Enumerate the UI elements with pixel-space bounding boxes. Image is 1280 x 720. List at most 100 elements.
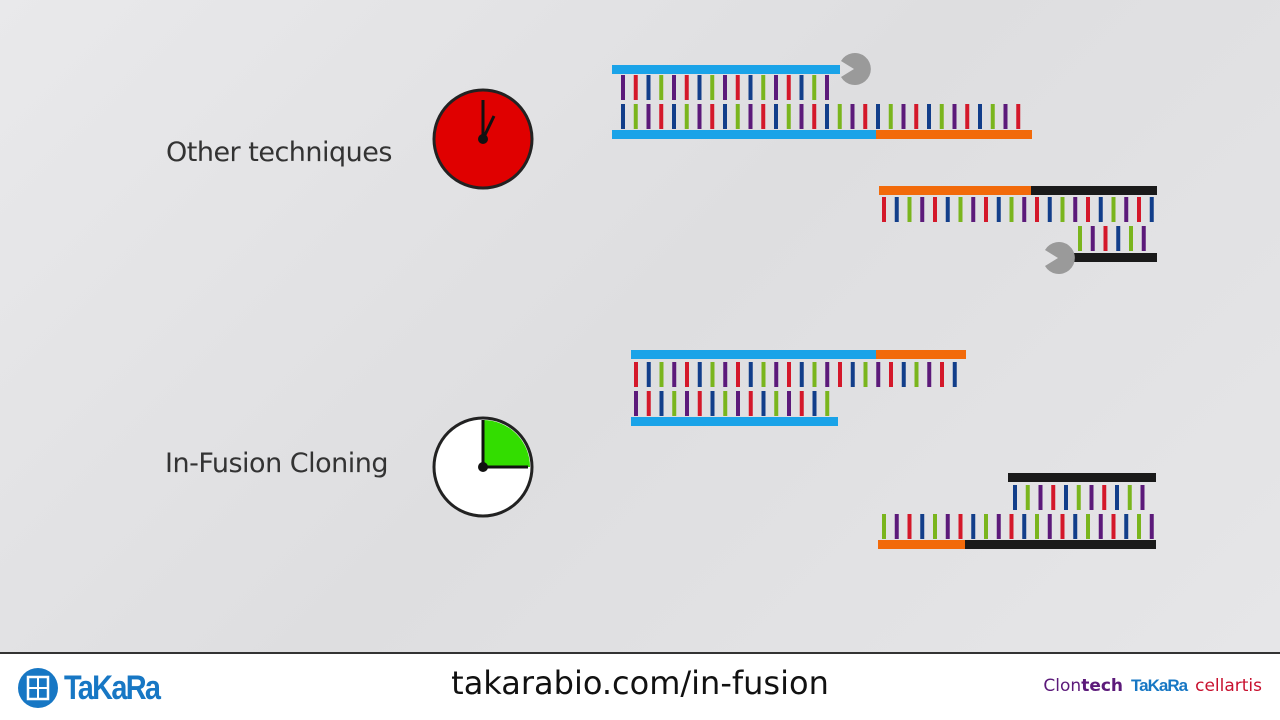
dna-strand xyxy=(631,417,838,426)
base-pair xyxy=(812,75,817,100)
exonuclease-enzyme-icon xyxy=(1045,242,1075,274)
takara-logo-text: TaKaRa xyxy=(64,668,161,707)
base-pair xyxy=(748,104,753,129)
dna-strand xyxy=(612,130,876,139)
base-pair xyxy=(1090,226,1095,251)
base-pair xyxy=(1098,197,1103,222)
base-pair xyxy=(799,104,804,129)
base-pair xyxy=(850,104,855,129)
base-pair xyxy=(812,391,817,416)
clontech-logo: Clontech xyxy=(1043,676,1124,696)
base-pair xyxy=(825,104,829,129)
takara-brand-logo: TaKaRa xyxy=(1131,676,1188,695)
base-pair xyxy=(748,362,753,387)
base-pair xyxy=(659,75,664,100)
base-pair xyxy=(748,391,753,416)
base-pair xyxy=(952,362,957,387)
base-pair xyxy=(799,391,804,416)
base-pair xyxy=(634,391,638,416)
brand-logos: Clontech TaKaRa cellartis xyxy=(1043,676,1262,696)
base-pair xyxy=(990,104,995,129)
base-pair xyxy=(1073,197,1078,222)
base-pair xyxy=(646,75,651,100)
base-pair xyxy=(876,362,881,387)
base-pair xyxy=(646,104,651,129)
base-pair xyxy=(894,514,899,539)
website-url[interactable]: takarabio.com/in-fusion xyxy=(451,664,829,702)
base-pair xyxy=(838,362,842,387)
dna-strand xyxy=(1008,473,1156,482)
base-pair xyxy=(825,391,830,416)
base-pair xyxy=(1141,226,1146,251)
dna-strand xyxy=(879,186,1031,195)
base-pair xyxy=(672,391,677,416)
base-pair xyxy=(1102,485,1107,510)
base-pair xyxy=(940,362,944,387)
base-pair xyxy=(984,197,988,222)
base-pair xyxy=(799,75,804,100)
base-pair xyxy=(672,75,676,100)
base-pair xyxy=(978,104,982,129)
base-pair xyxy=(876,104,880,129)
base-pair xyxy=(761,75,766,100)
base-pair xyxy=(735,104,740,129)
base-pair xyxy=(1009,514,1014,539)
dna-strand xyxy=(631,350,876,359)
base-pair xyxy=(1098,514,1103,539)
base-pair xyxy=(685,362,689,387)
base-pair xyxy=(1073,514,1078,539)
base-pair xyxy=(825,362,830,387)
base-pair xyxy=(958,514,963,539)
base-pair xyxy=(774,75,778,100)
base-pair xyxy=(882,514,886,539)
base-pair xyxy=(837,104,842,129)
other-techniques-label: Other techniques xyxy=(166,137,392,168)
dna-diagram xyxy=(432,53,1157,549)
base-pair xyxy=(945,197,950,222)
base-pair xyxy=(1035,197,1039,222)
base-pair xyxy=(863,362,868,387)
dna-strand xyxy=(1072,253,1157,262)
base-pair xyxy=(621,104,625,129)
base-pair xyxy=(633,104,638,129)
base-pair xyxy=(920,197,925,222)
base-pair xyxy=(710,104,715,129)
base-pair xyxy=(901,104,906,129)
base-pair xyxy=(774,104,778,129)
base-pair xyxy=(723,391,728,416)
base-pair xyxy=(882,197,886,222)
base-pair xyxy=(633,75,638,100)
base-pair xyxy=(723,75,727,100)
base-pair xyxy=(634,362,638,387)
dna-strand xyxy=(876,130,1032,139)
base-pair xyxy=(1129,226,1133,251)
base-pair xyxy=(1060,197,1065,222)
base-pair xyxy=(1016,104,1021,129)
takara-emblem-icon xyxy=(18,668,58,708)
base-pair xyxy=(812,104,817,129)
base-pair xyxy=(736,391,740,416)
base-pair xyxy=(1086,197,1090,222)
base-pair xyxy=(1064,485,1068,510)
base-pair xyxy=(774,391,779,416)
base-pair xyxy=(888,104,893,129)
base-pair xyxy=(1009,197,1014,222)
takara-logo[interactable]: TaKaRa xyxy=(16,666,176,710)
base-pair xyxy=(736,362,740,387)
base-pair xyxy=(1060,514,1065,539)
base-pair xyxy=(1140,485,1145,510)
footer: TaKaRa takarabio.com/in-fusion Clontech … xyxy=(0,652,1280,720)
base-pair xyxy=(825,75,829,100)
dna-strand xyxy=(612,65,840,74)
base-pair xyxy=(748,75,753,100)
base-pair xyxy=(1051,485,1056,510)
base-pair xyxy=(1022,514,1027,539)
base-pair xyxy=(1086,514,1090,539)
base-pair xyxy=(787,362,791,387)
base-pair xyxy=(1022,197,1027,222)
base-pair xyxy=(1047,197,1052,222)
base-pair xyxy=(1111,514,1116,539)
base-pair xyxy=(984,514,988,539)
base-pair xyxy=(952,104,957,129)
base-pair xyxy=(965,104,970,129)
